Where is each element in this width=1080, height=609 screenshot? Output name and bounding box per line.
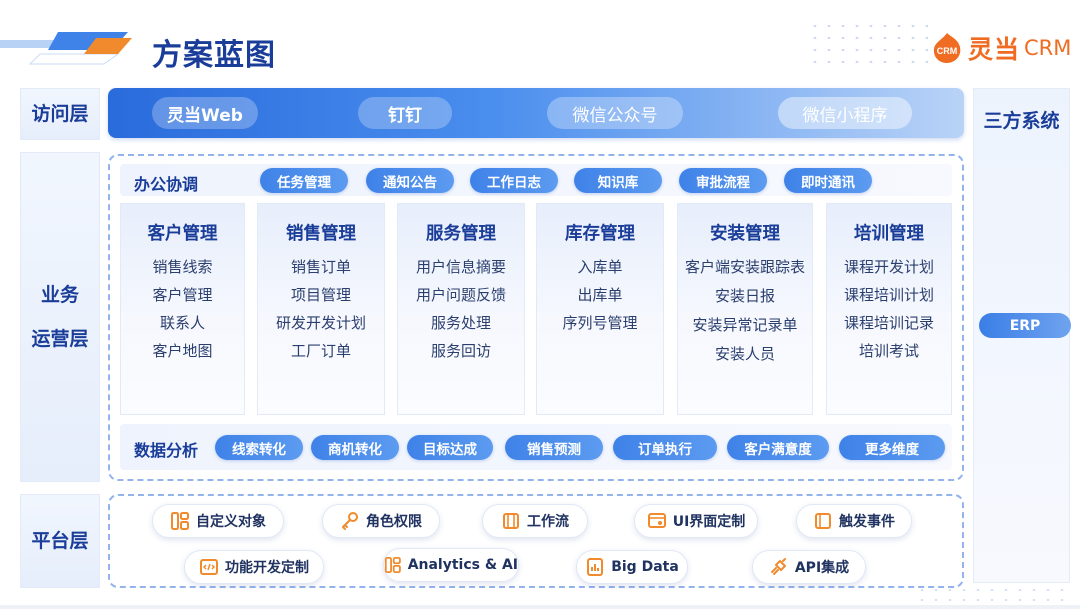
module-item: 课程培训记录 xyxy=(843,314,934,332)
access-item-wechat-official[interactable]: 微信公众号 xyxy=(547,97,683,129)
ui-customize-icon xyxy=(647,513,666,528)
module-item: 安装人员 xyxy=(714,345,775,363)
access-item-wechat-miniprogram[interactable]: 微信小程序 xyxy=(778,97,912,129)
platform-chip-trigger-event[interactable]: 触发事件 xyxy=(796,504,912,538)
platform-chip-role-permission[interactable]: 角色权限 xyxy=(322,504,440,538)
office-tag[interactable]: 审批流程 xyxy=(679,168,767,193)
big-data-icon xyxy=(587,558,604,576)
analytics-tag[interactable]: 客户满意度 xyxy=(727,435,829,460)
platform-chip-big-data[interactable]: Big Data xyxy=(576,550,688,584)
module-item: 客户地图 xyxy=(152,342,213,360)
header-stripes-decoration xyxy=(0,32,132,65)
module-card-sales: 销售管理 销售订单 项目管理 研发开发计划 工厂订单 xyxy=(257,203,385,415)
third-party-item-erp[interactable]: ERP xyxy=(979,313,1071,338)
office-tag[interactable]: 工作日志 xyxy=(470,168,558,193)
platform-chip-feature-dev[interactable]: 功能开发定制 xyxy=(184,550,324,584)
module-item: 安装异常记录单 xyxy=(692,316,798,334)
trigger-icon xyxy=(815,513,831,529)
module-item: 安装日报 xyxy=(714,287,775,305)
module-title: 安装管理 xyxy=(710,224,780,244)
module-item: 销售线索 xyxy=(152,258,213,276)
module-item: 培训考试 xyxy=(858,342,919,360)
office-tag[interactable]: 通知公告 xyxy=(366,168,454,193)
module-item: 销售订单 xyxy=(290,258,351,276)
module-item: 用户问题反馈 xyxy=(415,286,506,304)
module-item: 客户端安装跟踪表 xyxy=(684,258,805,276)
module-item: 联系人 xyxy=(159,314,205,332)
custom-object-icon xyxy=(171,512,189,530)
office-tag[interactable]: 任务管理 xyxy=(260,168,348,193)
module-card-service: 服务管理 用户信息摘要 用户问题反馈 服务处理 服务回访 xyxy=(397,203,525,415)
access-layer-bar xyxy=(108,88,964,138)
module-item: 用户信息摘要 xyxy=(415,258,506,276)
brand-logo: CRM 灵当 CRM xyxy=(930,30,1071,66)
platform-chip-workflow[interactable]: 工作流 xyxy=(482,504,588,538)
analytics-tag[interactable]: 销售预测 xyxy=(505,435,603,460)
platform-chip-api[interactable]: API集成 xyxy=(752,550,866,584)
module-item: 项目管理 xyxy=(290,286,351,304)
module-item: 课程培训计划 xyxy=(843,286,934,304)
dot-pattern-decoration xyxy=(915,585,1065,605)
module-title: 培训管理 xyxy=(854,224,924,244)
page-title: 方案蓝图 xyxy=(152,38,276,73)
layer-label-business: 业务 运营层 xyxy=(20,152,100,482)
platform-chip-custom-object[interactable]: 自定义对象 xyxy=(152,504,284,538)
module-title: 销售管理 xyxy=(286,224,356,244)
module-card-training: 培训管理 课程开发计划 课程培训计划 课程培训记录 培训考试 xyxy=(826,203,952,415)
analytics-tag[interactable]: 更多维度 xyxy=(839,435,945,460)
module-card-customer: 客户管理 销售线索 客户管理 联系人 客户地图 xyxy=(120,203,245,415)
key-icon xyxy=(342,512,358,530)
analytics-label: 数据分析 xyxy=(134,441,199,460)
module-item: 客户管理 xyxy=(152,286,213,304)
module-item: 序列号管理 xyxy=(562,314,638,332)
api-icon xyxy=(770,558,786,575)
office-label: 办公协调 xyxy=(134,175,199,194)
analytics-icon xyxy=(384,557,401,573)
platform-chip-analytics-ai[interactable]: Analytics & AI xyxy=(383,548,519,582)
module-item: 服务回访 xyxy=(430,342,491,360)
logo-badge-text: CRM xyxy=(937,46,958,56)
module-title: 服务管理 xyxy=(426,224,496,244)
module-item: 工厂订单 xyxy=(290,342,351,360)
platform-layer-frame xyxy=(108,494,964,588)
third-party-panel: 三方系统 ERP xyxy=(973,88,1071,583)
workflow-icon xyxy=(503,513,519,529)
logo-suffix: CRM xyxy=(1024,36,1072,60)
analytics-tag[interactable]: 商机转化 xyxy=(311,435,399,460)
module-item: 研发开发计划 xyxy=(275,314,366,332)
dot-pattern-decoration xyxy=(808,20,928,70)
module-card-installation: 安装管理 客户端安装跟踪表 安装日报 安装异常记录单 安装人员 xyxy=(677,203,813,415)
business-layer-frame xyxy=(108,154,964,481)
layer-label-access: 访问层 xyxy=(20,88,100,140)
module-title: 库存管理 xyxy=(565,224,635,244)
logo-mark-icon: CRM xyxy=(933,33,961,63)
module-item: 出库单 xyxy=(577,286,623,304)
access-item-web[interactable]: 灵当Web xyxy=(152,97,258,129)
analytics-tag[interactable]: 线索转化 xyxy=(215,435,303,460)
office-tag[interactable]: 知识库 xyxy=(574,168,662,193)
module-item: 课程开发计划 xyxy=(843,258,934,276)
platform-chip-ui-customize[interactable]: UI界面定制 xyxy=(634,504,758,538)
logo-text: 灵当 xyxy=(968,35,1021,64)
bottom-divider xyxy=(0,605,1080,609)
module-item: 服务处理 xyxy=(430,314,491,332)
analytics-tag[interactable]: 订单执行 xyxy=(613,435,717,460)
module-item: 入库单 xyxy=(577,258,623,276)
layer-label-platform: 平台层 xyxy=(20,494,100,588)
code-icon xyxy=(200,559,218,575)
module-title: 客户管理 xyxy=(147,224,218,244)
analytics-tag[interactable]: 目标达成 xyxy=(407,435,493,460)
office-tag[interactable]: 即时通讯 xyxy=(784,168,872,193)
module-card-inventory: 库存管理 入库单 出库单 序列号管理 xyxy=(536,203,664,415)
third-party-title: 三方系统 xyxy=(983,110,1060,132)
access-item-dingtalk[interactable]: 钉钉 xyxy=(358,97,452,129)
